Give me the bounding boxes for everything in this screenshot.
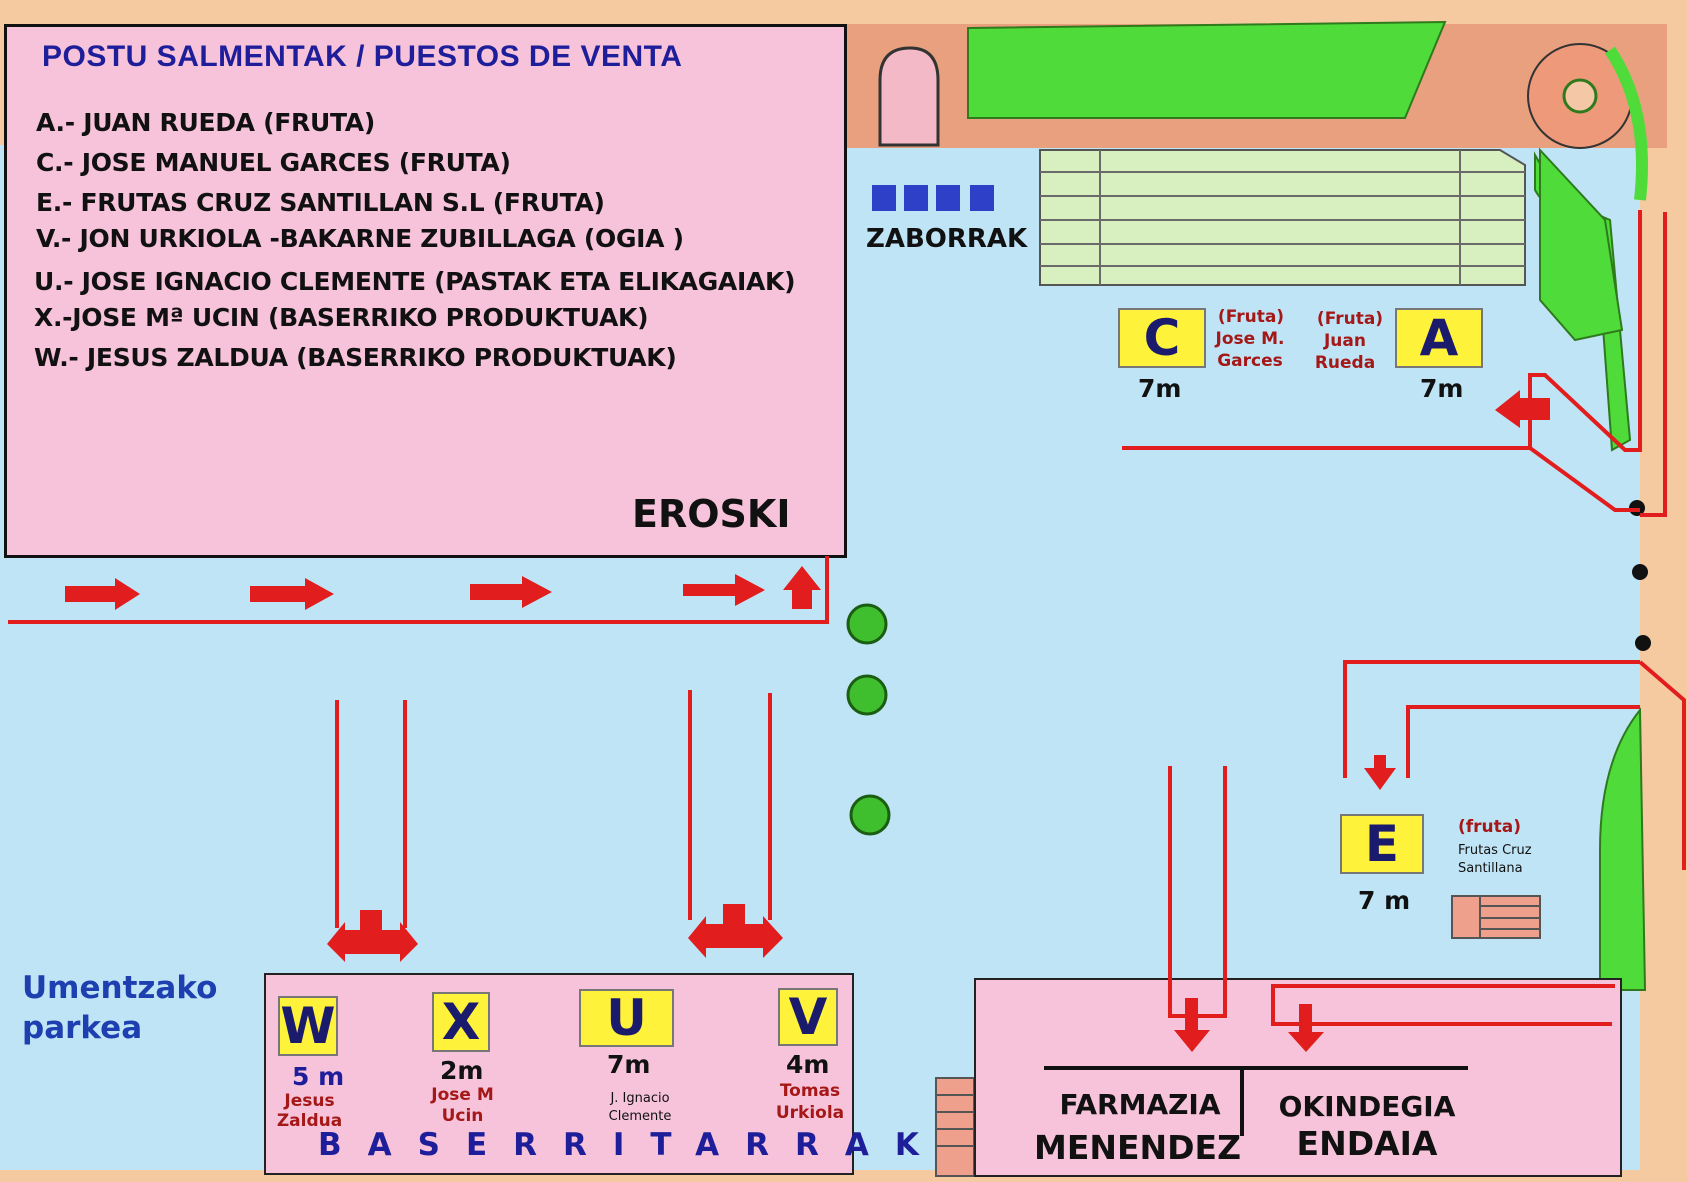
stall-c-vendor: Jose M. (1215, 329, 1285, 349)
stall-c-type: (Fruta) (1217, 307, 1285, 327)
arrow-down-icon (1288, 1004, 1324, 1052)
park-line: Umentzako (22, 970, 218, 1006)
garden-top (967, 20, 1447, 119)
okindegia-label: OKINDEGIA (1278, 1090, 1456, 1123)
stall-v-vendor: Tomas (779, 1081, 841, 1101)
arrow-left-icon (1495, 390, 1550, 428)
garden-arc (1604, 46, 1648, 201)
trash-bin-icon (970, 185, 994, 211)
route-line (8, 556, 829, 624)
stall-a: A (1395, 308, 1483, 368)
route-line (1640, 212, 1667, 517)
route-line (1528, 210, 1642, 512)
legend-line: V.- JON URKIOLA -BAKARNE ZUBILLAGA (OGIA… (36, 224, 684, 253)
tree-icon (849, 794, 891, 836)
route-line (1406, 705, 1640, 778)
route-line (1271, 984, 1615, 1026)
trash-bin-icon (872, 185, 896, 211)
route-line (1638, 660, 1686, 870)
stall-w: W (278, 996, 338, 1056)
legend-line: U.- JOSE IGNACIO CLEMENTE (PASTAK ETA EL… (34, 267, 796, 296)
stall-a-vendor: Rueda (1314, 353, 1376, 373)
garden-bottom-right (1599, 707, 1647, 991)
stall-v: V (778, 988, 838, 1046)
stall-u: U (579, 989, 674, 1047)
arrow-down-icon (1364, 755, 1396, 790)
legend-line: X.-JOSE Mª UCIN (BASERRIKO PRODUKTUAK) (34, 303, 649, 332)
okindegia-name: ENDAIA (1296, 1124, 1438, 1163)
park-label: Umentzako parkea (22, 968, 217, 1048)
stall-c-vendor: Garces (1217, 351, 1283, 371)
arrow-right-icon (65, 578, 140, 610)
eroski-building (4, 24, 847, 558)
farmazia-name: MENENDEZ (1033, 1128, 1242, 1167)
stall-e-type: (fruta) (1458, 817, 1522, 837)
park-line: parkea (22, 1010, 143, 1046)
garden-wedge (1539, 147, 1624, 342)
stall-e-vendor: Santillana (1458, 861, 1523, 876)
eroski-label: EROSKI (632, 492, 791, 536)
stall-w-vendor: Zaldua (276, 1111, 343, 1131)
route-line (1168, 766, 1227, 1018)
stall-e-size: 7 m (1358, 886, 1411, 915)
baserritarrak-label: BASERRITARRAK (318, 1127, 945, 1163)
stall-x-vendor: Jose M (431, 1085, 494, 1105)
bollard-icon (1632, 564, 1648, 580)
stall-a-vendor: Juan (1323, 331, 1366, 351)
arrow-split-icon (688, 904, 783, 958)
stall-w-vendor: Jesus (284, 1091, 335, 1111)
stall-a-type: (Fruta) (1316, 309, 1384, 329)
arrow-right-icon (250, 578, 334, 610)
stall-e: E (1340, 814, 1424, 874)
staircase (1039, 149, 1526, 286)
shops-divider (1044, 1066, 1468, 1136)
stall-v-size: 4m (786, 1050, 830, 1079)
shops-building (974, 978, 1622, 1177)
stall-w-size: 5 m (292, 1062, 345, 1091)
stall-v-vendor: Urkiola (775, 1103, 845, 1123)
stall-u-size: 7m (607, 1050, 651, 1079)
stall-e-vendor: Frutas Cruz (1458, 843, 1532, 858)
legend-line: C.- JOSE MANUEL GARCES (FRUTA) (36, 148, 511, 177)
stall-c: C (1118, 308, 1206, 368)
bollard-icon (1635, 635, 1651, 651)
legend-title: POSTU SALMENTAK / PUESTOS DE VENTA (42, 40, 683, 73)
farmazia-label: FARMAZIA (1059, 1088, 1221, 1121)
stall-c-size: 7m (1138, 374, 1182, 403)
baserritarrak-area (264, 973, 854, 1175)
arrow-right-icon (683, 574, 765, 606)
legend-line: E.- FRUTAS CRUZ SANTILLAN S.L (FRUTA) (36, 188, 605, 217)
zaborrak-label: ZABORRAK (866, 224, 1028, 254)
route-line (1343, 660, 1640, 778)
stall-u-vendor: Clemente (608, 1109, 672, 1124)
tree-icon (846, 674, 888, 716)
tree-icon (846, 603, 888, 645)
legend-line: A.- JUAN RUEDA (FRUTA) (36, 108, 375, 137)
arrow-down-icon (1174, 998, 1210, 1052)
stall-x-size: 2m (440, 1056, 484, 1085)
arrow-split-icon (327, 910, 418, 962)
stall-x-vendor: Ucin (441, 1106, 484, 1126)
stall-u-vendor: J. Ignacio (610, 1091, 670, 1106)
arrow-up-icon (783, 566, 821, 609)
arrow-right-icon (470, 576, 552, 608)
trash-bin-icon (936, 185, 960, 211)
legend-line: W.- JESUS ZALDUA (BASERRIKO PRODUKTUAK) (34, 343, 677, 372)
arch-gate (878, 46, 940, 147)
trash-bin-icon (904, 185, 928, 211)
stall-a-size: 7m (1420, 374, 1464, 403)
fountain (1562, 78, 1598, 114)
stall-x: X (432, 992, 490, 1052)
